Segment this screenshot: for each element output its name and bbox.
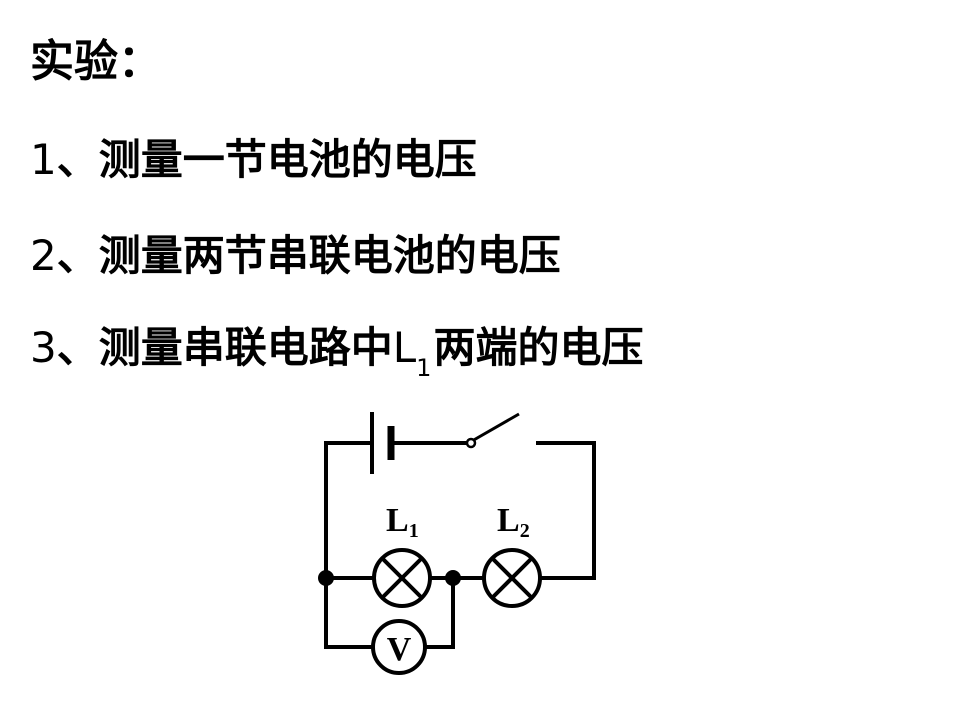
task-number: 1 — [30, 135, 57, 184]
task-text: 、测量一节电池的电压 — [56, 135, 477, 184]
lamp-l2-letter: L — [497, 502, 520, 539]
voltmeter-label: V — [387, 631, 412, 668]
task-lamp-subscript: 1 — [416, 354, 432, 382]
task-lamp-letter: L — [392, 323, 417, 372]
voltmeter-body — [371, 619, 427, 675]
task-text: 、测量两节串联电池的电压 — [56, 231, 561, 280]
lamp-l2-cross-b — [490, 556, 534, 600]
lamp-l1 — [372, 548, 432, 608]
junction-left — [318, 570, 334, 586]
voltmeter: V — [371, 619, 427, 675]
task-item-3: 3、测量串联电路中L1两端的电压 — [30, 320, 643, 396]
task-text-end: 两端的电压 — [433, 323, 644, 372]
lamp-l2-subscript: 2 — [520, 520, 530, 542]
lamp-l1-subscript: 1 — [409, 520, 419, 542]
task-text: 、测量串联电路中 — [56, 323, 393, 372]
wire-left — [324, 441, 374, 649]
lamp-l1-cross-b — [380, 556, 424, 600]
switch-pivot — [465, 437, 477, 449]
wire-voltmeter-right — [424, 576, 455, 649]
task-item-2: 2、测量两节串联电池的电压 — [30, 228, 561, 284]
battery — [370, 412, 395, 474]
junction-middle — [445, 570, 461, 586]
task-number: 2 — [30, 231, 57, 280]
lamp-l1-letter: L — [386, 502, 409, 539]
task-item-1: 1、测量一节电池的电压 — [30, 132, 477, 188]
lamp-l2 — [482, 548, 542, 608]
switch-blade — [471, 412, 520, 443]
circuit-diagram: V L1 L2 — [318, 412, 596, 675]
lamp-l2-label: L2 — [497, 502, 530, 542]
lamp-l1-label: L1 — [386, 502, 419, 542]
wire-top-right — [536, 441, 596, 580]
switch — [465, 412, 520, 449]
experiment-heading: 实验： — [30, 36, 162, 87]
task-number: 3 — [30, 323, 57, 372]
